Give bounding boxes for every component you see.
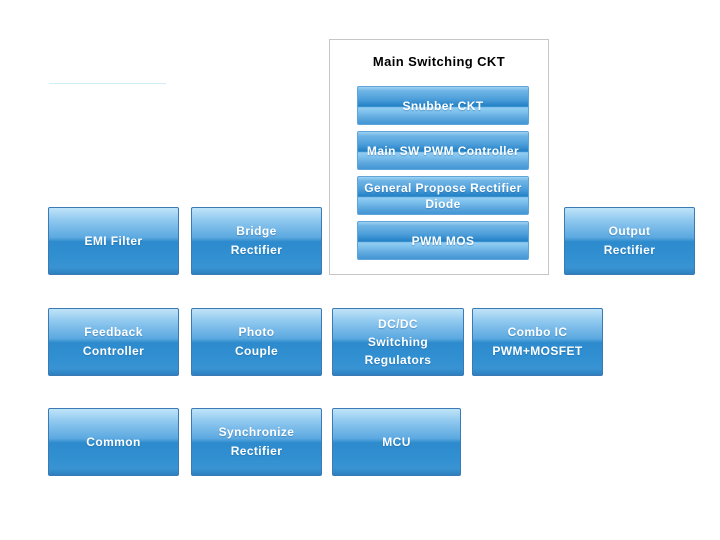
button-common[interactable]: Common bbox=[48, 408, 179, 476]
button-mcu[interactable]: MCU bbox=[332, 408, 461, 476]
button-dcdc-switching-regulators[interactable]: DC/DC Switching Regulators bbox=[332, 308, 464, 376]
button-general-propose-rectifier-diode[interactable]: General Propose Rectifier Diode bbox=[357, 176, 529, 215]
button-pwm-mos[interactable]: PWM MOS bbox=[357, 221, 529, 260]
decorative-line bbox=[49, 83, 166, 84]
button-emi-filter[interactable]: EMI Filter bbox=[48, 207, 179, 275]
button-feedback-controller[interactable]: Feedback Controller bbox=[48, 308, 179, 376]
button-synchronize-rectifier[interactable]: Synchronize Rectifier bbox=[191, 408, 322, 476]
main-switching-ckt-group: Main Switching CKT Snubber CKT Main SW P… bbox=[329, 39, 549, 275]
button-output-rectifier[interactable]: Output Rectifier bbox=[564, 207, 695, 275]
main-switching-ckt-title: Main Switching CKT bbox=[372, 54, 506, 69]
button-combo-ic-pwm-mosfet[interactable]: Combo IC PWM+MOSFET bbox=[472, 308, 603, 376]
button-snubber-ckt[interactable]: Snubber CKT bbox=[357, 86, 529, 125]
button-main-sw-pwm-controller[interactable]: Main SW PWM Controller bbox=[357, 131, 529, 170]
button-bridge-rectifier[interactable]: Bridge Rectifier bbox=[191, 207, 322, 275]
button-photo-couple[interactable]: Photo Couple bbox=[191, 308, 322, 376]
